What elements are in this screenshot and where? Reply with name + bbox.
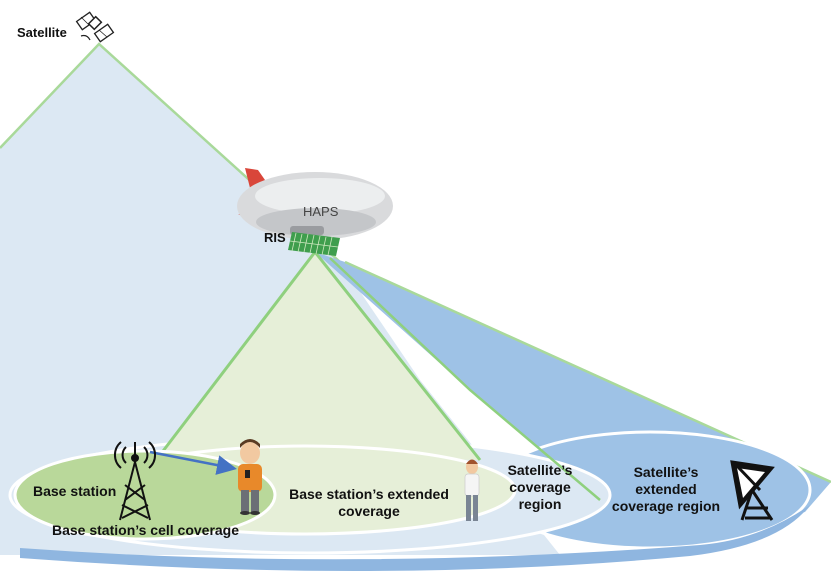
ground-shadow	[20, 505, 810, 572]
satellite-dish-icon	[730, 460, 775, 521]
bs-cell-coverage-label: Base station’s cell coverage	[52, 522, 240, 538]
ris-panel-icon	[288, 232, 340, 256]
link-arrow	[149, 450, 237, 475]
base-station-label: Base station	[33, 483, 117, 499]
satellite-label: Satellite	[17, 25, 67, 40]
sat-coverage-line2: coverage	[509, 479, 571, 495]
ris-beam-edge	[329, 257, 601, 501]
satellite-icon	[75, 11, 115, 43]
satellite-extended-coverage-label: Satellite’s extended coverage region	[604, 464, 728, 515]
ris-label: RIS	[264, 230, 286, 245]
person-standing-icon	[464, 459, 480, 521]
sat-coverage-line3: region	[518, 496, 562, 512]
ris-coverage-cone	[160, 252, 480, 460]
satellite-coverage-label: Satellite’s coverage region	[500, 462, 580, 513]
bs-extended-line2: coverage	[338, 503, 400, 519]
sat-ext-line2: extended	[635, 481, 697, 497]
person-phone-icon	[238, 439, 262, 515]
airship-icon	[237, 168, 393, 240]
sat-ext-line3: coverage region	[611, 498, 721, 514]
bs-extended-coverage-label: Base station’s extended coverage	[284, 486, 454, 520]
sat-ext-line1: Satellite’s	[633, 464, 699, 480]
haps-label: HAPS	[303, 204, 339, 219]
cell-tower-icon	[114, 441, 156, 521]
sat-coverage-line1: Satellite’s	[507, 462, 573, 478]
bs-cell-coverage	[13, 449, 277, 541]
bs-extended-line1: Base station’s extended	[289, 486, 449, 502]
